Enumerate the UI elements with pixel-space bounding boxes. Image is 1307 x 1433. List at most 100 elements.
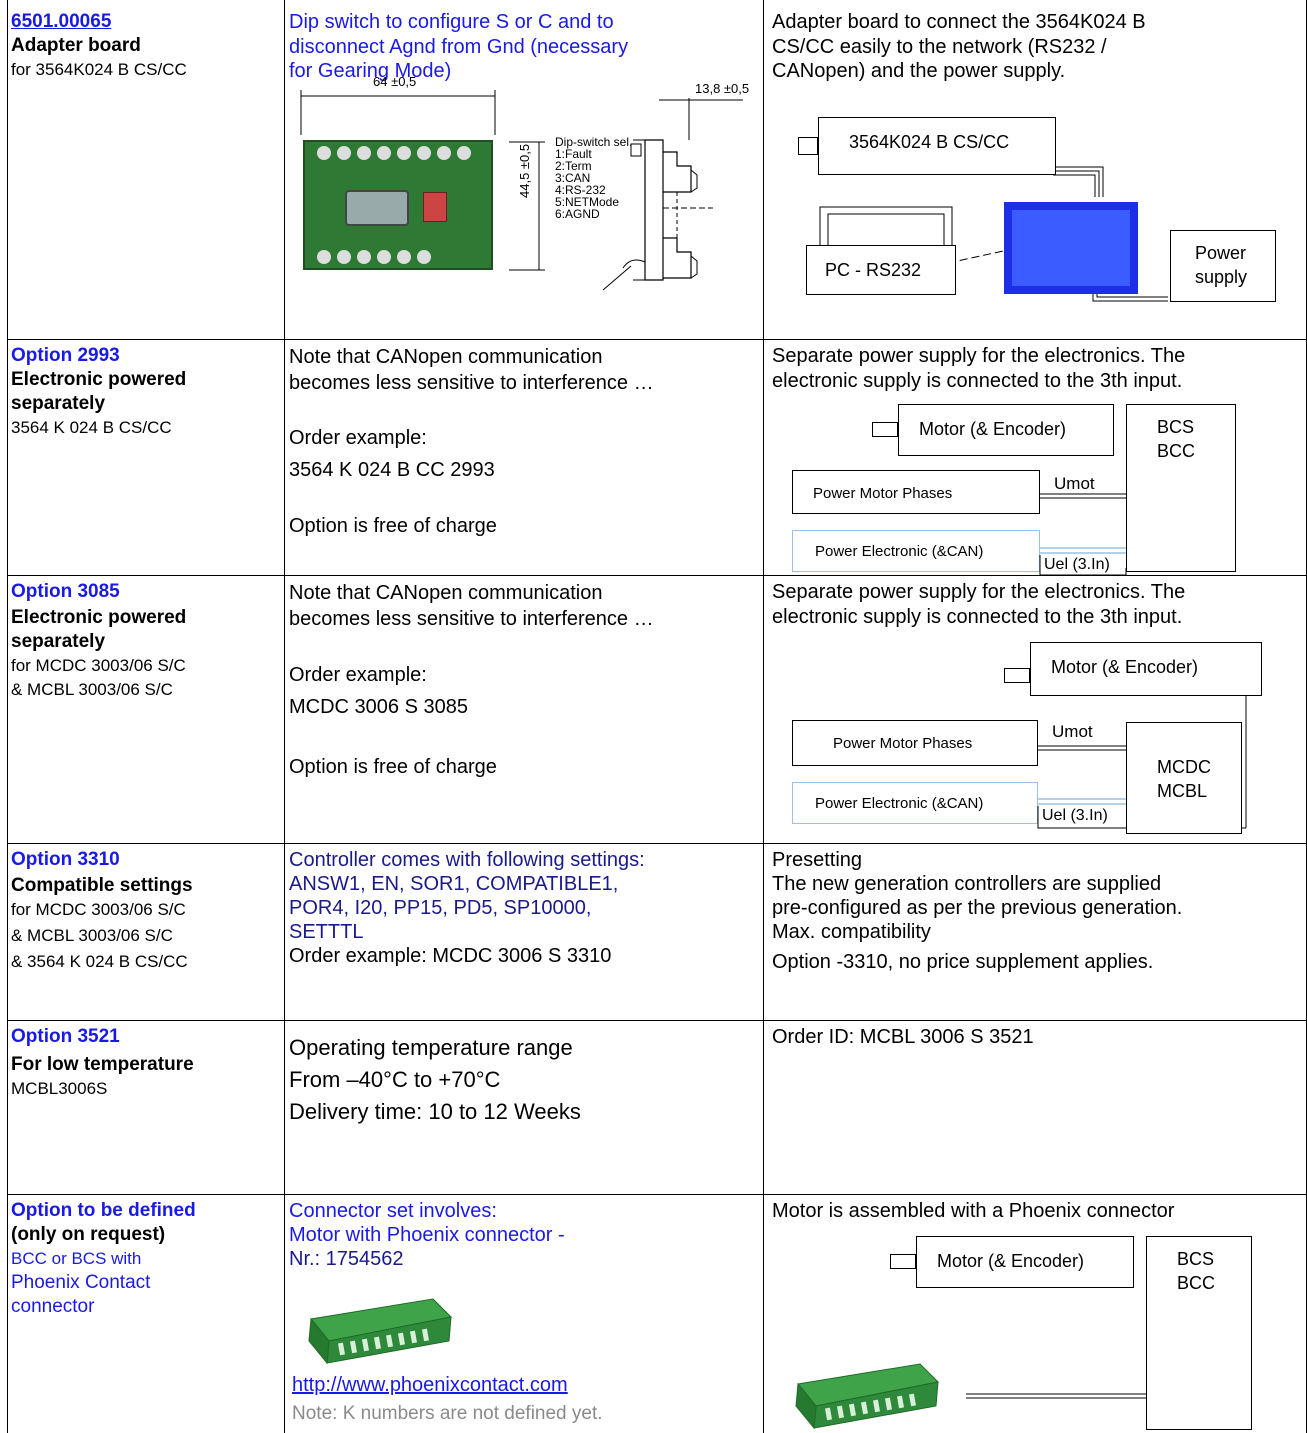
description-line: ANSW1, EN, SOR1, COMPATIBLE1, [289,873,619,895]
description-line: Controller comes with following settings… [289,849,645,871]
motor-phases-supply-box: Power Motor Phases [792,720,1038,766]
diagram-wires [966,1393,1146,1399]
explanation-line: Order ID: MCBL 3006 S 3521 [772,1026,1034,1048]
controller-box: MCDC MCBL [1126,722,1242,834]
motor-label: Motor (& Encoder) [919,419,1067,439]
row-divider [7,339,1307,340]
motor-box: Motor (& Encoder) [898,404,1114,456]
description-line: Order example: [289,427,427,449]
description-line: Nr.: 1754562 [289,1248,404,1270]
dimension-width: 64 ±0,5 [373,74,417,89]
controller-label: MCDC [1157,757,1211,777]
description-line: POR4, I20, PP15, PD5, SP10000, [289,897,592,919]
description-line: 3564 K 024 B CC 2993 [289,459,495,481]
diagram-wires [1039,493,1127,576]
row-divider [7,1194,1307,1195]
phoenix-connector-image [308,1298,453,1365]
description-line [289,483,759,513]
option-subtitle: BCC or BCS with [11,1249,142,1268]
option-subtitle: 3564 K 024 B CS/CC [11,418,172,437]
motor-box: Motor (& Encoder) [1030,642,1262,696]
power-label: supply [1195,267,1248,287]
row-5-description: Operating temperature range From –40°C t… [285,1030,763,1130]
motor-phases-supply-box: Power Motor Phases [792,470,1040,514]
description-line: Dip switch to configure S or C and to [289,11,614,33]
dip-legend-line: 3:CAN [555,171,591,185]
description-line: disconnect Agnd from Gnd (necessary [289,35,629,58]
dip-legend-line: 4:RS-232 [555,183,606,197]
explanation-line: Max. compatibility [772,921,931,943]
dip-legend-line: 6:AGND [555,207,600,221]
dimension-lines [300,90,743,291]
separate-supply-diagram-bcs: Motor (& Encoder) BCS BCC Power Motor Ph… [768,400,1306,576]
row-1-option-cell: 6501.00065 Adapter board for 3564K024 B … [7,8,284,84]
shaft-icon [1004,668,1030,683]
phoenix-motor-diagram: Motor (& Encoder) BCS BCC [768,1230,1306,1430]
option-title: Electronic powered [11,607,187,628]
description-line: becomes less sensitive to interference … [289,372,654,394]
option-subtitle: & MCBL 3003/06 S/C [11,926,173,945]
controller-box: BCS BCC [1126,404,1236,572]
dimension-height: 44,5 ±0,5 [517,143,532,198]
dip-legend-line: 5:NETMode [555,195,620,209]
row-divider [7,575,1307,576]
option-subtitle: MCBL3006S [11,1079,108,1098]
umot-label: Umot [1052,722,1093,741]
explanation-line: Option -3310, no price supplement applie… [772,951,1154,973]
phoenix-contact-link[interactable]: http://www.phoenixcontact.com [292,1374,568,1396]
description-line: Note that CANopen communication [289,582,603,604]
explanation-line: electronic supply is connected to the 3t… [772,369,1183,392]
explanation-line: Separate power supply for the electronic… [772,345,1186,367]
explanation-line: CANopen) and the power supply. [772,60,1066,82]
dip-switch-legend: Dip-switch sel. 1:Fault 2:Term 3:CAN 4:R… [555,136,632,220]
description-line [289,720,759,754]
motor-label: Motor (& Encoder) [937,1251,1085,1271]
controller-label: BCS [1157,417,1195,437]
device-label: 3564K024 B CS/CC [849,132,1010,152]
sub-d-connector [345,190,409,226]
terminal-row-bottom [317,250,477,264]
description-line [289,396,759,422]
option-subtitle: for 3564K024 B CS/CC [11,60,187,79]
pc-box: PC - RS232 [806,245,956,295]
row-3-option-cell: Option 3085 Electronic powered separatel… [7,578,284,704]
option-subtitle: for MCDC 3003/06 S/C [11,900,186,919]
description-line: Order example: MCDC 3006 S 3310 [289,945,612,967]
option-id: Option 2993 [11,345,120,366]
controller-label: MCBL [1157,781,1208,801]
option-id: Option to be defined [11,1200,196,1221]
option-id: Option 3521 [11,1026,120,1047]
explanation-line: Motor is assembled with a Phoenix connec… [772,1200,1175,1222]
row-2-description: Note that CANopen communication becomes … [285,342,763,541]
uel-label: Uel (3.In) [1042,807,1108,824]
adapter-network-diagram: 3564K024 B CS/CC PC - RS232 Power supply [768,115,1306,335]
electronic-label: Power Electronic (&CAN) [815,543,984,560]
option-subtitle: Phoenix Contact [11,1272,151,1293]
pc-label: PC - RS232 [825,260,922,280]
motor-box: Motor (& Encoder) [916,1236,1134,1288]
power-supply-box: Power supply [1170,230,1276,302]
description-line: for Gearing Mode) [289,60,452,82]
description-line: Connector set involves: [289,1200,497,1222]
controller-box: BCS BCC [1146,1236,1252,1430]
option-title: For low temperature [11,1054,194,1075]
power-label: Power [1195,243,1247,263]
phoenix-connector-image [795,1363,940,1430]
device-box: 3564K024 B CS/CC [818,117,1056,175]
option-title: Adapter board [11,35,141,56]
option-id-link[interactable]: 6501.00065 [11,11,112,32]
electronic-supply-box: Power Electronic (&CAN) [792,530,1040,572]
electronic-supply-box: Power Electronic (&CAN) [792,782,1038,824]
shaft-icon [890,1254,916,1269]
motor-label: Motor (& Encoder) [1051,657,1199,677]
option-title: separately [11,631,106,652]
row-4-explanation: Presetting The new generation controller… [768,846,1306,976]
explanation-line: pre-configured as per the previous gener… [772,897,1183,919]
row-4-option-cell: Option 3310 Compatible settings for MCDC… [7,846,284,976]
description-line: Option is free of charge [289,756,497,778]
explanation-line: Adapter board to connect the 3564K024 B [772,11,1146,33]
explanation-line: Presetting [772,849,863,871]
row-divider [7,1020,1307,1021]
description-line: From –40°C to +70°C [289,1067,501,1092]
explanation-line: electronic supply is connected to the 3t… [772,605,1183,628]
